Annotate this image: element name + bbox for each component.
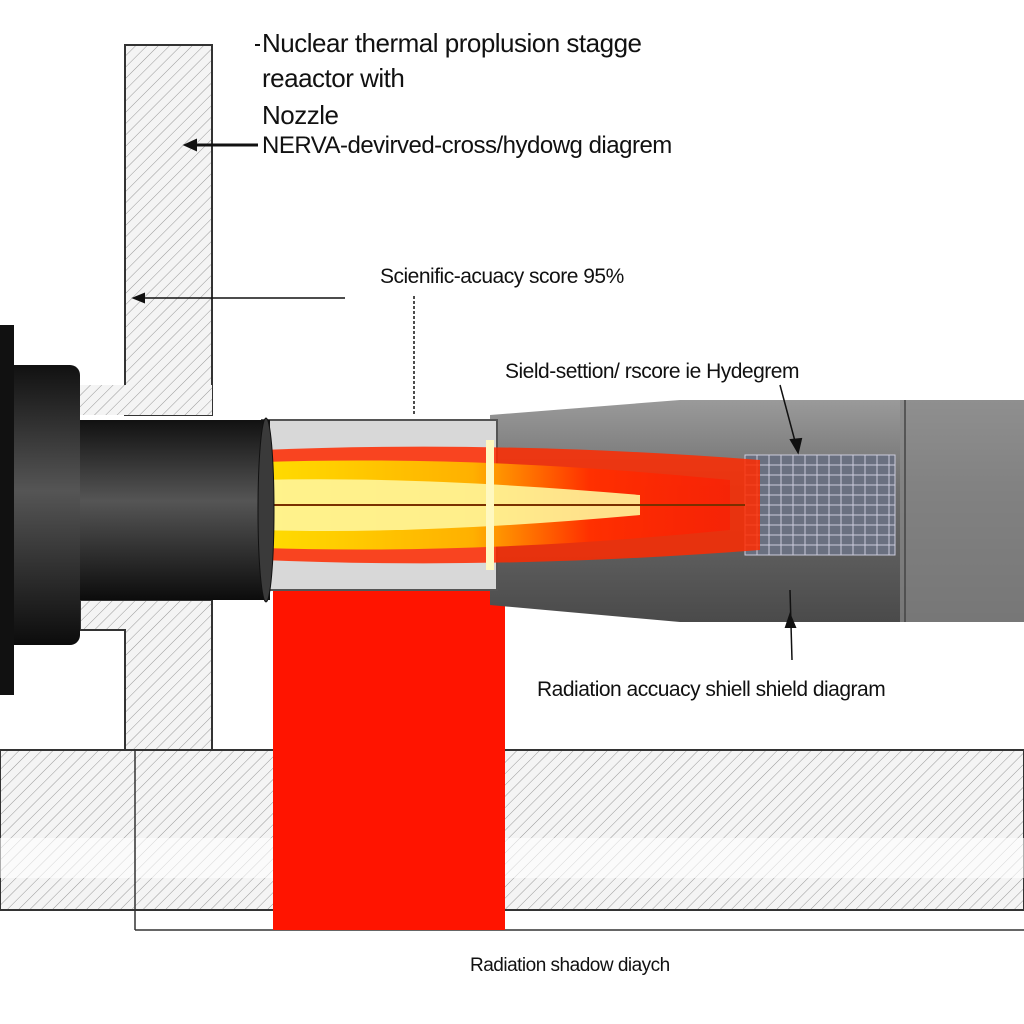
accuracy-score-label: Scienific-acuacy score 95% [380,265,624,288]
shield-grid [744,454,896,556]
leader-lines [131,44,803,661]
title-line-4: NERVA-devirved-cross/hydowg diagrem [262,132,672,159]
title-line-1: Nuclear thermal proplusion stagge [262,28,642,58]
radiation-shield-label: Radiation accuacy shiell shield diagram [537,678,886,701]
radiation-shadow-label: Radiation shadow diaych [470,955,670,976]
radiation-shadow-zone [273,590,505,930]
title-line-2: reaactor with [262,63,405,93]
reactor-body [0,325,275,695]
hatched-wall-structure [0,44,1024,931]
title-line-3: Nozzle [262,100,339,130]
shield-section-label: Sield-settion/ rscore ie Hydegrem [505,360,799,383]
exhaust-plume [262,440,760,570]
